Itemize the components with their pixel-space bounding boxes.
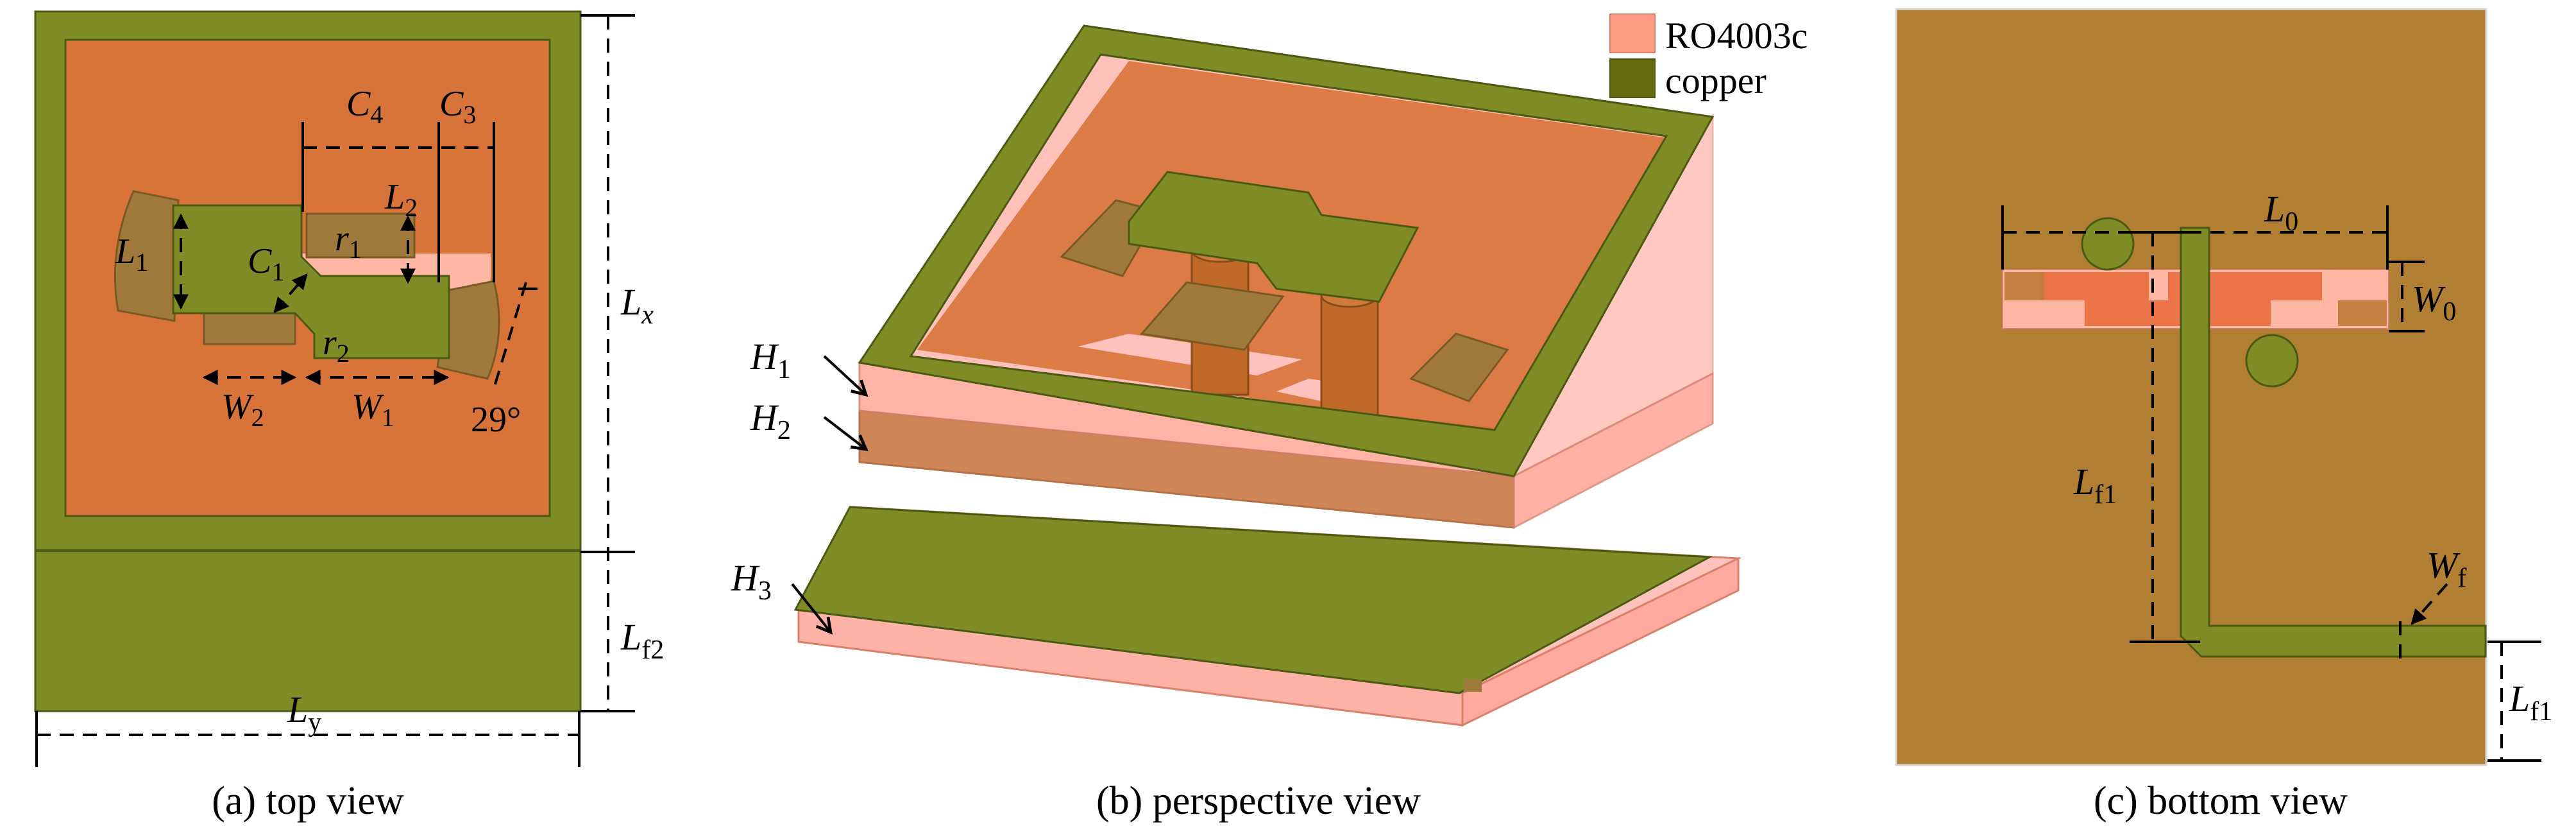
svg-text:W0: W0 bbox=[2412, 278, 2456, 327]
top-view-panel: C4 C3 L1 L2 C1 r1 r2 W2 W1 29° Lx Lf2 bbox=[34, 10, 664, 823]
label-h3: H bbox=[731, 557, 760, 599]
bottom-via-1 bbox=[2081, 217, 2135, 271]
svg-text:H2: H2 bbox=[750, 397, 791, 445]
left-arc-patch bbox=[114, 190, 180, 322]
legend-swatch-copper bbox=[1609, 58, 1656, 98]
label-lf1-lower-sub: f1 bbox=[2530, 697, 2552, 727]
bottom-slot-inner-1 bbox=[2040, 272, 2149, 300]
label-angle: 29° bbox=[471, 400, 521, 440]
svg-text:C1: C1 bbox=[248, 241, 284, 286]
label-c1-sub: 1 bbox=[271, 257, 284, 286]
persp-right-arc-patch bbox=[1409, 332, 1509, 402]
bottom-slot-inner-2 bbox=[2085, 300, 2271, 326]
label-c3: C bbox=[439, 84, 464, 124]
label-w2-sub: 2 bbox=[251, 403, 264, 432]
bottom-slab-side bbox=[1461, 556, 1740, 727]
label-r1-sub: 1 bbox=[349, 235, 362, 264]
label-l0-sub: 0 bbox=[2285, 207, 2298, 237]
bottom-slot-inner-5 bbox=[2338, 300, 2387, 326]
label-h2-sub: 2 bbox=[777, 416, 791, 445]
label-r2-sub: 2 bbox=[337, 339, 350, 368]
legend: RO4003c copper bbox=[1609, 13, 1808, 101]
svg-text:W2: W2 bbox=[221, 387, 264, 432]
main-copper-patch bbox=[172, 204, 450, 359]
legend-swatch-ro4003c bbox=[1609, 13, 1656, 53]
label-c4: C bbox=[346, 84, 371, 124]
bottom-via-2 bbox=[2245, 334, 2299, 388]
svg-text:Lf1: Lf1 bbox=[2073, 461, 2117, 510]
svg-text:C3: C3 bbox=[439, 84, 476, 129]
label-h2: H bbox=[750, 397, 779, 438]
svg-text:Wf: Wf bbox=[2427, 544, 2466, 593]
label-h1-sub: 1 bbox=[777, 355, 791, 384]
ground-plane bbox=[793, 506, 1713, 694]
label-lf2-sub: f2 bbox=[641, 635, 664, 665]
label-h3-sub: 3 bbox=[758, 576, 772, 606]
svg-text:H1: H1 bbox=[750, 336, 791, 384]
label-l2-sub: 2 bbox=[405, 193, 418, 222]
svg-text:Lf1: Lf1 bbox=[2509, 678, 2552, 727]
label-c3-sub: 3 bbox=[463, 100, 476, 129]
label-lf1-lower: L bbox=[2509, 678, 2530, 719]
svg-text:L1: L1 bbox=[115, 232, 148, 277]
upper-right-patch bbox=[305, 212, 416, 259]
feed-line bbox=[2180, 227, 2487, 658]
persp-lower-patch bbox=[1140, 281, 1285, 351]
svg-text:L0: L0 bbox=[2264, 188, 2298, 237]
label-lf2: L bbox=[620, 616, 641, 658]
svg-text:W1: W1 bbox=[352, 387, 394, 432]
svg-text:r2: r2 bbox=[323, 323, 350, 368]
label-w0: W bbox=[2412, 278, 2446, 320]
label-w1: W bbox=[352, 387, 384, 427]
label-ly-sub: y bbox=[308, 708, 321, 737]
label-lx: L bbox=[620, 281, 641, 323]
svg-text:H3: H3 bbox=[731, 557, 772, 606]
svg-text:L2: L2 bbox=[384, 177, 418, 222]
label-lf1: L bbox=[2073, 461, 2094, 503]
caption-bottom-view: (c) bottom view bbox=[2094, 779, 2348, 823]
label-w1-sub: 1 bbox=[382, 403, 394, 432]
label-l1-sub: 1 bbox=[135, 248, 148, 277]
label-wf-sub: f bbox=[2457, 564, 2466, 593]
label-c1: C bbox=[248, 241, 272, 281]
bottom-view-panel: L0 W0 Lf1 Wf Lf1 (c) bottom view bbox=[1895, 8, 2552, 823]
svg-text:C4: C4 bbox=[346, 84, 383, 129]
persp-main-patch bbox=[1128, 171, 1419, 303]
copper-frame-ring bbox=[858, 24, 1715, 478]
label-w2: W bbox=[221, 387, 254, 427]
label-l1: L bbox=[115, 232, 135, 271]
svg-text:Ly: Ly bbox=[287, 689, 321, 737]
caption-top-view: (a) top view bbox=[212, 779, 404, 823]
label-c4-sub: 4 bbox=[370, 100, 383, 129]
perspective-view-panel: H1 H2 H3 (b) perspective view bbox=[731, 24, 1742, 823]
svg-text:r1: r1 bbox=[335, 219, 362, 264]
bottom-slot-inner-4 bbox=[2004, 272, 2044, 300]
caption-perspective-view: (b) perspective view bbox=[1096, 779, 1421, 823]
legend-label-copper: copper bbox=[1665, 60, 1767, 101]
label-r1: r bbox=[335, 219, 349, 259]
label-lf1-sub: f1 bbox=[2094, 480, 2117, 510]
feed-port bbox=[1464, 679, 1482, 692]
label-lx-sub: x bbox=[641, 300, 654, 330]
label-l0: L bbox=[2264, 188, 2285, 230]
label-ly: L bbox=[287, 689, 308, 730]
svg-text:Lx: Lx bbox=[620, 281, 654, 330]
label-l2: L bbox=[384, 177, 405, 217]
right-arc-patch bbox=[436, 280, 500, 380]
label-wf: W bbox=[2427, 544, 2461, 586]
label-r2: r bbox=[323, 323, 337, 363]
svg-text:Lf2: Lf2 bbox=[620, 616, 664, 665]
label-h1: H bbox=[750, 336, 779, 377]
label-w0-sub: 0 bbox=[2443, 297, 2456, 327]
legend-label-ro4003c: RO4003c bbox=[1665, 15, 1808, 56]
